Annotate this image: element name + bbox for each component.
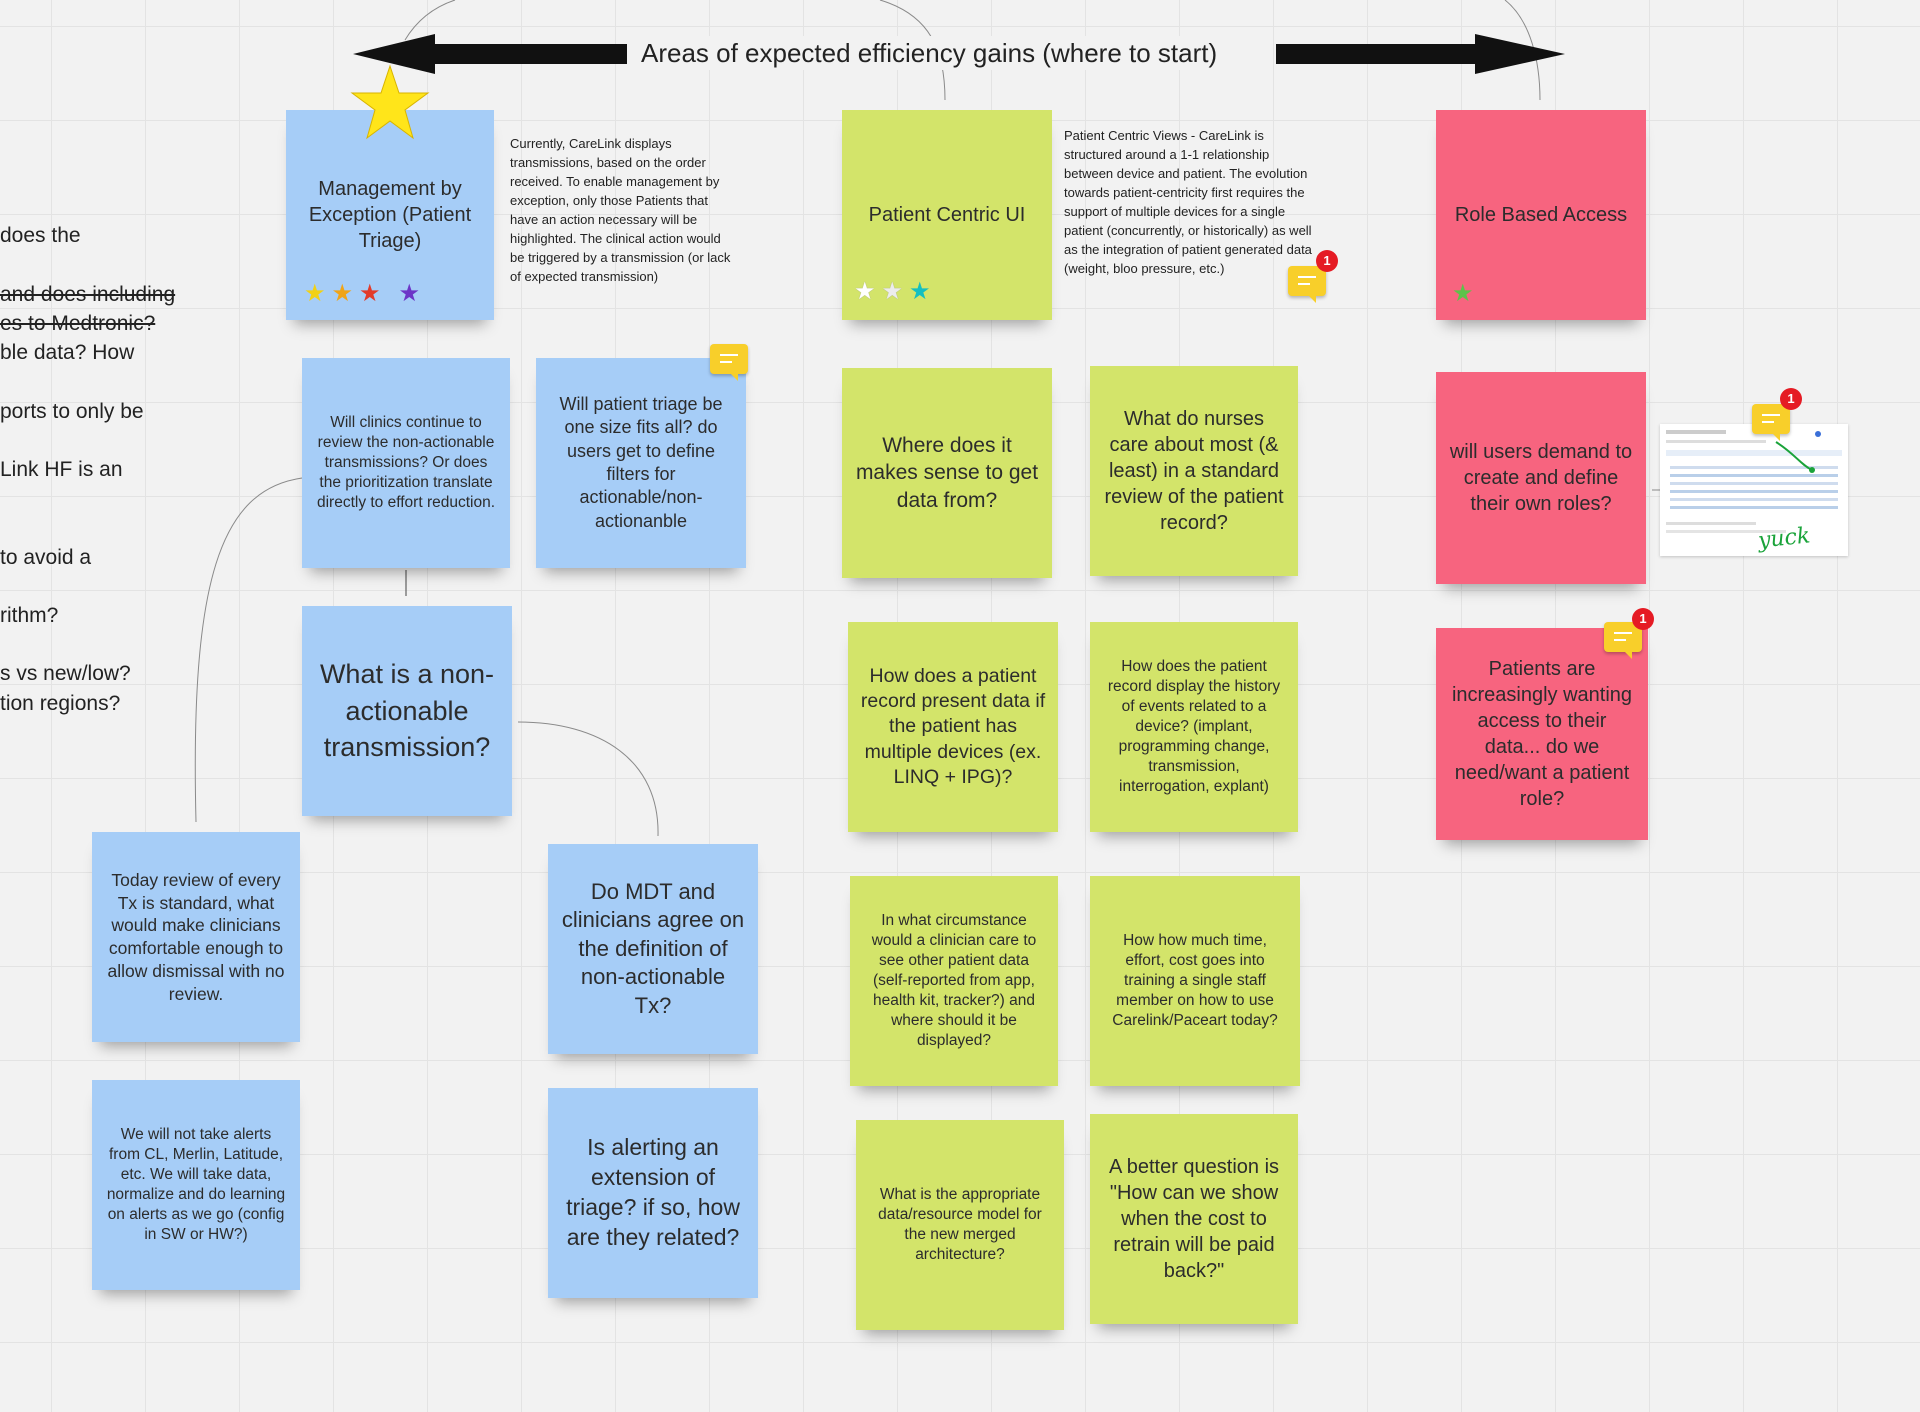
note-text: How how much time, effort, cost goes int… <box>1112 931 1278 1030</box>
star-icon: ★ <box>398 280 421 307</box>
connector-left-loop <box>194 477 303 823</box>
note-text: In what circumstance would a clinician c… <box>871 911 1037 1050</box>
note-text: Will clinics continue to review the non-… <box>316 413 496 512</box>
notification-badge[interactable]: 1 <box>1780 388 1802 410</box>
left-text-line: ports to only be <box>0 400 144 423</box>
note-text: Where does it makes sense to get data fr… <box>855 434 1039 512</box>
note-text: Role Based Access <box>1454 204 1628 226</box>
comment-icon[interactable] <box>1604 622 1642 659</box>
section-title: Areas of expected efficiency gains (wher… <box>627 36 1232 70</box>
note-text: Is alerting an extension of triage? if s… <box>566 1134 740 1250</box>
connector-top-left <box>404 0 456 41</box>
sticky-note[interactable]: In what circumstance would a clinician c… <box>850 876 1058 1086</box>
note-text: A better question is "How can we show wh… <box>1108 1156 1280 1282</box>
left-text-line: and does including <box>0 283 176 306</box>
note-text: How does a patient record present data i… <box>860 664 1046 789</box>
connector-definition <box>517 721 659 837</box>
sticky-note[interactable]: Today review of every Tx is standard, wh… <box>92 832 300 1042</box>
note-text: What is a non-actionable transmission? <box>319 659 495 763</box>
comment-icon[interactable] <box>710 344 748 381</box>
note-text: How does the patient record display the … <box>1107 657 1281 796</box>
comment-icon[interactable] <box>1752 404 1790 441</box>
note-text: Management by Exception (Patient Triage) <box>308 178 472 252</box>
sticky-note[interactable]: Where does it makes sense to get data fr… <box>842 368 1052 578</box>
note-text: What is the appropriate data/resource mo… <box>878 1185 1042 1264</box>
sticky-note[interactable]: What is the appropriate data/resource mo… <box>856 1120 1064 1330</box>
bidirectional-arrow <box>353 34 1565 74</box>
sticky-note[interactable]: We will not take alerts from CL, Merlin,… <box>92 1080 300 1290</box>
comment-icon[interactable] <box>1288 266 1326 303</box>
left-text-line: Link HF is an <box>0 458 123 481</box>
star-icon: ★ <box>304 280 326 307</box>
left-text-line: rithm? <box>0 604 59 627</box>
left-text-line: ble data? How <box>0 341 135 364</box>
star-icon: ★ <box>881 278 904 305</box>
description-patient-centric: Patient Centric Views - CareLink is stru… <box>1064 128 1312 276</box>
star-icon: ★ <box>331 280 354 307</box>
vote-stars-role-access: ★ <box>1452 282 1474 306</box>
note-text: Patients are increasingly wanting access… <box>1451 658 1633 810</box>
sticky-note-header-patient-centric[interactable]: Patient Centric UI <box>842 110 1052 320</box>
left-text-line: does the <box>0 224 81 247</box>
star-icon: ★ <box>1452 280 1474 307</box>
sticky-note[interactable]: Will patient triage be one size fits all… <box>536 358 746 568</box>
left-text-line: to avoid a <box>0 546 92 569</box>
sticky-note[interactable]: will users demand to create and define t… <box>1436 372 1646 584</box>
sticky-note[interactable]: A better question is "How can we show wh… <box>1090 1114 1298 1324</box>
sticky-note[interactable]: Do MDT and clinicians agree on the defin… <box>548 844 758 1054</box>
sticky-note-header-triage[interactable]: Management by Exception (Patient Triage) <box>286 110 494 320</box>
vote-stars-patient-centric: ★ ★ ★ <box>854 280 931 304</box>
note-text: Will patient triage be one size fits all… <box>559 393 723 531</box>
star-icon: ★ <box>854 278 876 305</box>
note-text: will users demand to create and define t… <box>1449 441 1633 515</box>
left-text-line: s vs new/low? <box>0 662 131 685</box>
note-text: Patient Centric UI <box>868 204 1026 226</box>
star-icon: ★ <box>909 278 931 305</box>
left-text-line: tion regions? <box>0 692 121 715</box>
star-sticker-icon[interactable] <box>350 64 430 142</box>
sticky-note[interactable]: How does the patient record display the … <box>1090 622 1298 832</box>
notification-badge[interactable]: 1 <box>1632 608 1654 630</box>
thumbnail-image <box>1666 430 1842 533</box>
left-text-line: es to Medtronic? <box>0 312 156 335</box>
note-text: We will not take alerts from CL, Merlin,… <box>106 1125 286 1244</box>
star-icon: ★ <box>359 280 381 307</box>
note-text: Today review of every Tx is standard, wh… <box>107 869 285 1004</box>
connector-top-right <box>1504 0 1541 101</box>
sticky-note[interactable]: Patients are increasingly wanting access… <box>1436 628 1648 840</box>
sticky-note[interactable]: What is a non-actionable transmission? <box>302 606 512 816</box>
vote-stars-triage: ★ ★ ★ ★ <box>304 282 420 306</box>
note-text: What do nurses care about most (& least)… <box>1104 408 1284 534</box>
sticky-note[interactable]: How does a patient record present data i… <box>848 622 1058 832</box>
note-text: Do MDT and clinicians agree on the defin… <box>561 878 745 1018</box>
notification-badge[interactable]: 1 <box>1316 250 1338 272</box>
description-triage: Currently, CareLink displays transmissio… <box>510 136 731 284</box>
sticky-note[interactable]: What do nurses care about most (& least)… <box>1090 366 1298 576</box>
sticky-note[interactable]: How how much time, effort, cost goes int… <box>1090 876 1300 1086</box>
sticky-note[interactable]: Will clinics continue to review the non-… <box>302 358 510 568</box>
screenshot-thumbnail[interactable]: yuck <box>1660 424 1848 556</box>
sticky-note-header-role-access[interactable]: Role Based Access <box>1436 110 1646 320</box>
sticky-note[interactable]: Is alerting an extension of triage? if s… <box>548 1088 758 1298</box>
